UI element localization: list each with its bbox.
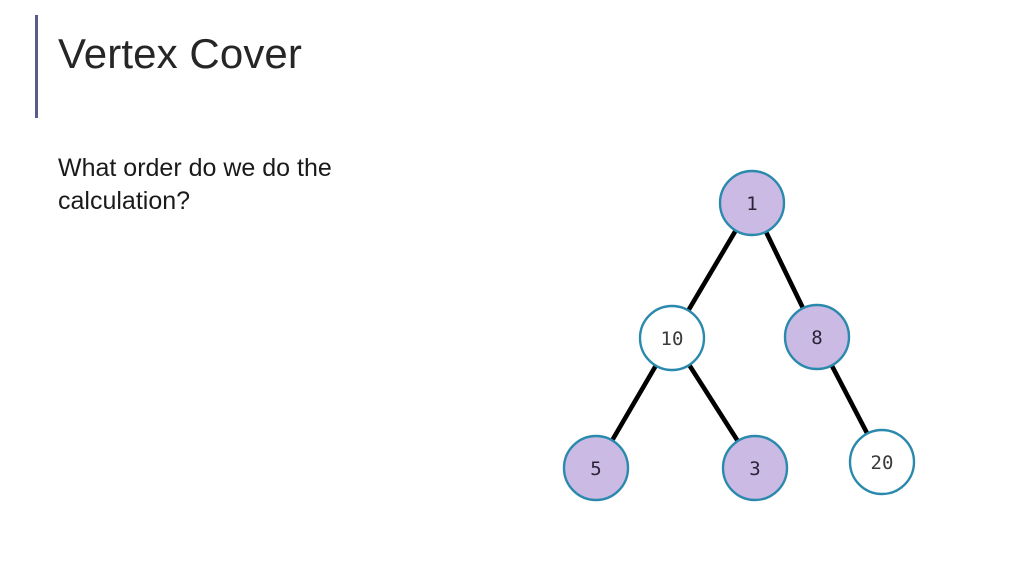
tree-node-circle-8[interactable] xyxy=(783,303,851,371)
tree-node-label-20: 20 xyxy=(871,452,894,474)
tree-node-circle-10[interactable] xyxy=(638,304,706,372)
tree-node-circle-3[interactable] xyxy=(721,434,789,502)
tree-node-label-10: 10 xyxy=(661,328,684,350)
tree-node-label-3: 3 xyxy=(749,458,760,480)
tree-node-circle-1[interactable] xyxy=(718,169,786,237)
tree-node-10[interactable]: 10 xyxy=(638,304,706,372)
tree-node-circle-5[interactable] xyxy=(562,434,630,502)
tree-node-8[interactable]: 8 xyxy=(783,303,851,371)
tree-node-label-5: 5 xyxy=(590,458,601,480)
title-accent-bar xyxy=(35,15,38,118)
body-text: What order do we do the calculation? xyxy=(58,154,332,215)
tree-edge-8-20 xyxy=(829,362,870,437)
tree-edge-10-3 xyxy=(686,361,741,445)
tree-edge-1-10 xyxy=(685,227,739,314)
tree-node-circle-20[interactable] xyxy=(848,428,916,496)
tree-node-20[interactable]: 20 xyxy=(848,428,916,496)
tree-edge-1-8 xyxy=(763,228,806,312)
tree-edge-group xyxy=(609,227,870,445)
tree-edge-10-5 xyxy=(609,362,659,444)
tree-node-label-1: 1 xyxy=(746,193,757,215)
tree-node-label-8: 8 xyxy=(811,327,822,349)
tree-node-group: 1 10 8 5 3 20 xyxy=(562,169,916,502)
tree-node-1[interactable]: 1 xyxy=(718,169,786,237)
page-title: Vertex Cover xyxy=(58,30,302,77)
tree-node-5[interactable]: 5 xyxy=(562,434,630,502)
tree-node-3[interactable]: 3 xyxy=(721,434,789,502)
